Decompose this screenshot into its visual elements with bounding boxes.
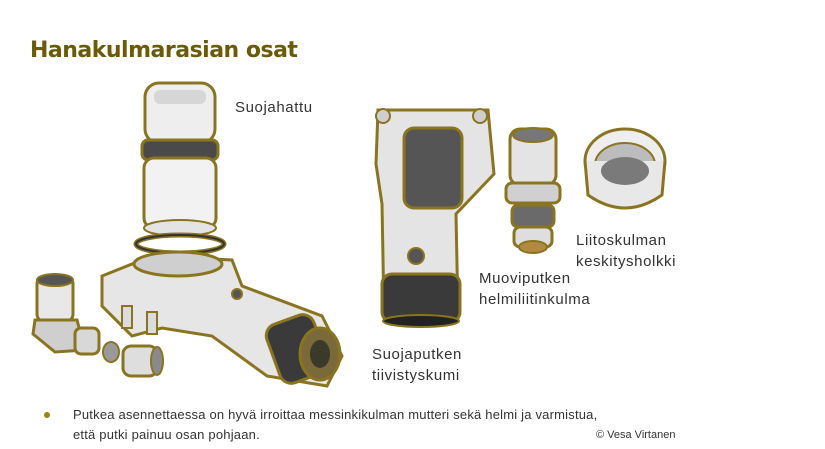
label-muoviputken-line2: helmiliitinkulma: [479, 291, 591, 308]
label-muoviputken-line1: Muoviputken: [479, 270, 571, 287]
label-liitoskulman-keskitysholkki: Liitoskulman keskitysholkki: [576, 230, 676, 272]
label-liitoskulman-line1: Liitoskulman: [576, 232, 667, 249]
bullet-item: Putkea asennettaessa on hyvä irroittaa m…: [44, 405, 604, 445]
keskitysholkki-image: [583, 127, 667, 210]
suojaputki-runko-image: [374, 108, 496, 328]
slide-title: Hanakulmarasian osat: [30, 38, 298, 63]
label-suojahattu: Suojahattu: [235, 97, 313, 118]
label-muoviputken-helmiliitinkulma: Muoviputken helmiliitinkulma: [479, 268, 590, 310]
label-suojaputken-line2: tiivistyskumi: [372, 367, 460, 384]
messinkikulma-image: [31, 273, 164, 378]
helmiliitinkulma-image: [504, 127, 562, 254]
bullet-dot-icon: [44, 412, 50, 418]
bullet-text: Putkea asennettaessa on hyvä irroittaa m…: [73, 407, 598, 442]
label-suojahattu-text: Suojahattu: [235, 99, 313, 116]
copyright-notice: © Vesa Virtanen: [596, 429, 676, 441]
label-suojaputken-line1: Suojaputken: [372, 346, 463, 363]
label-suojaputken-tiivistyskumi: Suojaputken tiivistyskumi: [372, 344, 462, 386]
label-liitoskulman-line2: keskitysholkki: [576, 253, 677, 270]
suojahattu-image: [133, 81, 227, 256]
hanakulma-runko-image: [100, 250, 344, 388]
